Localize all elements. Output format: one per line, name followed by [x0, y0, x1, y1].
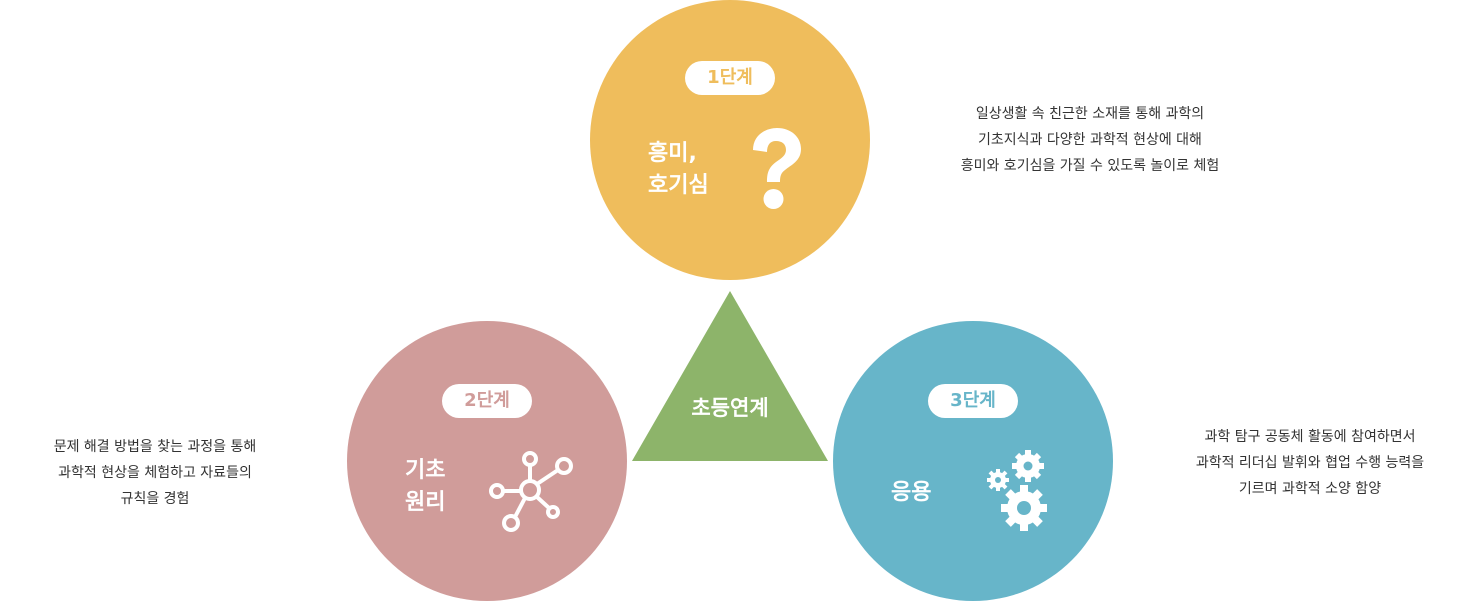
- stage1-description: 일상생활 속 친근한 소재를 통해 과학의 기초지식과 다양한 과학적 현상에 …: [960, 106, 1220, 174]
- stage2-title: 기초 원리: [405, 455, 445, 519]
- stage3-description: 과학 탐구 공동체 활동에 참여하면서 과학적 리더십 발휘와 협업 수행 능력…: [1195, 429, 1425, 497]
- stage1-badge: 1단계: [685, 61, 775, 95]
- network-nodes-icon: [489, 451, 573, 532]
- stage3-badge: 3단계: [928, 384, 1018, 418]
- stage2-circle: 2단계 기초 원리: [347, 321, 627, 601]
- stage2-title-line2: 원리: [405, 490, 446, 515]
- stage2-badge: 2단계: [442, 384, 532, 418]
- stage1-title: 흥미, 호기심: [648, 138, 709, 202]
- stage3-title-line1: 응용: [891, 480, 932, 505]
- stage3-circle: 3단계 응용: [833, 321, 1113, 601]
- stage1-title-line2: 호기심: [648, 173, 709, 198]
- center-triangle: [632, 291, 828, 461]
- stage2-description: 문제 해결 방법을 찾는 과정을 통해 과학적 현상을 체험하고 자료들의 규칙…: [53, 439, 257, 507]
- gears-icon: [987, 450, 1047, 531]
- stage2-title-line1: 기초: [405, 458, 446, 483]
- stage1-title-line1: 흥미,: [648, 141, 697, 166]
- center-label: 초등연계: [691, 396, 769, 420]
- stage1-circle: 1단계 흥미, 호기심: [590, 0, 870, 280]
- question-mark-icon: [753, 128, 801, 209]
- stage3-title: 응용: [891, 477, 931, 509]
